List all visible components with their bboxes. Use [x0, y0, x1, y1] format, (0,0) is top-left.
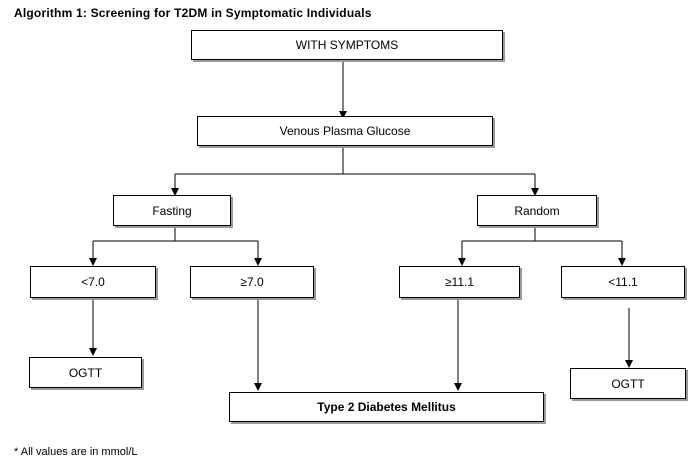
node-type-2-diabetes: Type 2 Diabetes Mellitus [229, 392, 544, 422]
node-random-lt-11: <11.1 [561, 266, 685, 298]
diagram-title: Algorithm 1: Screening for T2DM in Sympt… [14, 6, 372, 20]
node-ogtt-right: OGTT [570, 368, 686, 399]
node-random: Random [477, 195, 597, 226]
node-random-ge-11: ≥11.1 [399, 266, 520, 298]
node-venous-plasma-glucose: Venous Plasma Glucose [197, 116, 493, 146]
node-ogtt-left: OGTT [29, 357, 142, 388]
node-fasting-lt-7: <7.0 [30, 266, 156, 298]
node-fasting: Fasting [113, 195, 231, 226]
node-with-symptoms: WITH SYMPTOMS [191, 30, 503, 60]
node-fasting-ge-7: ≥7.0 [190, 266, 314, 298]
footnote: * All values are in mmol/L [14, 446, 138, 458]
